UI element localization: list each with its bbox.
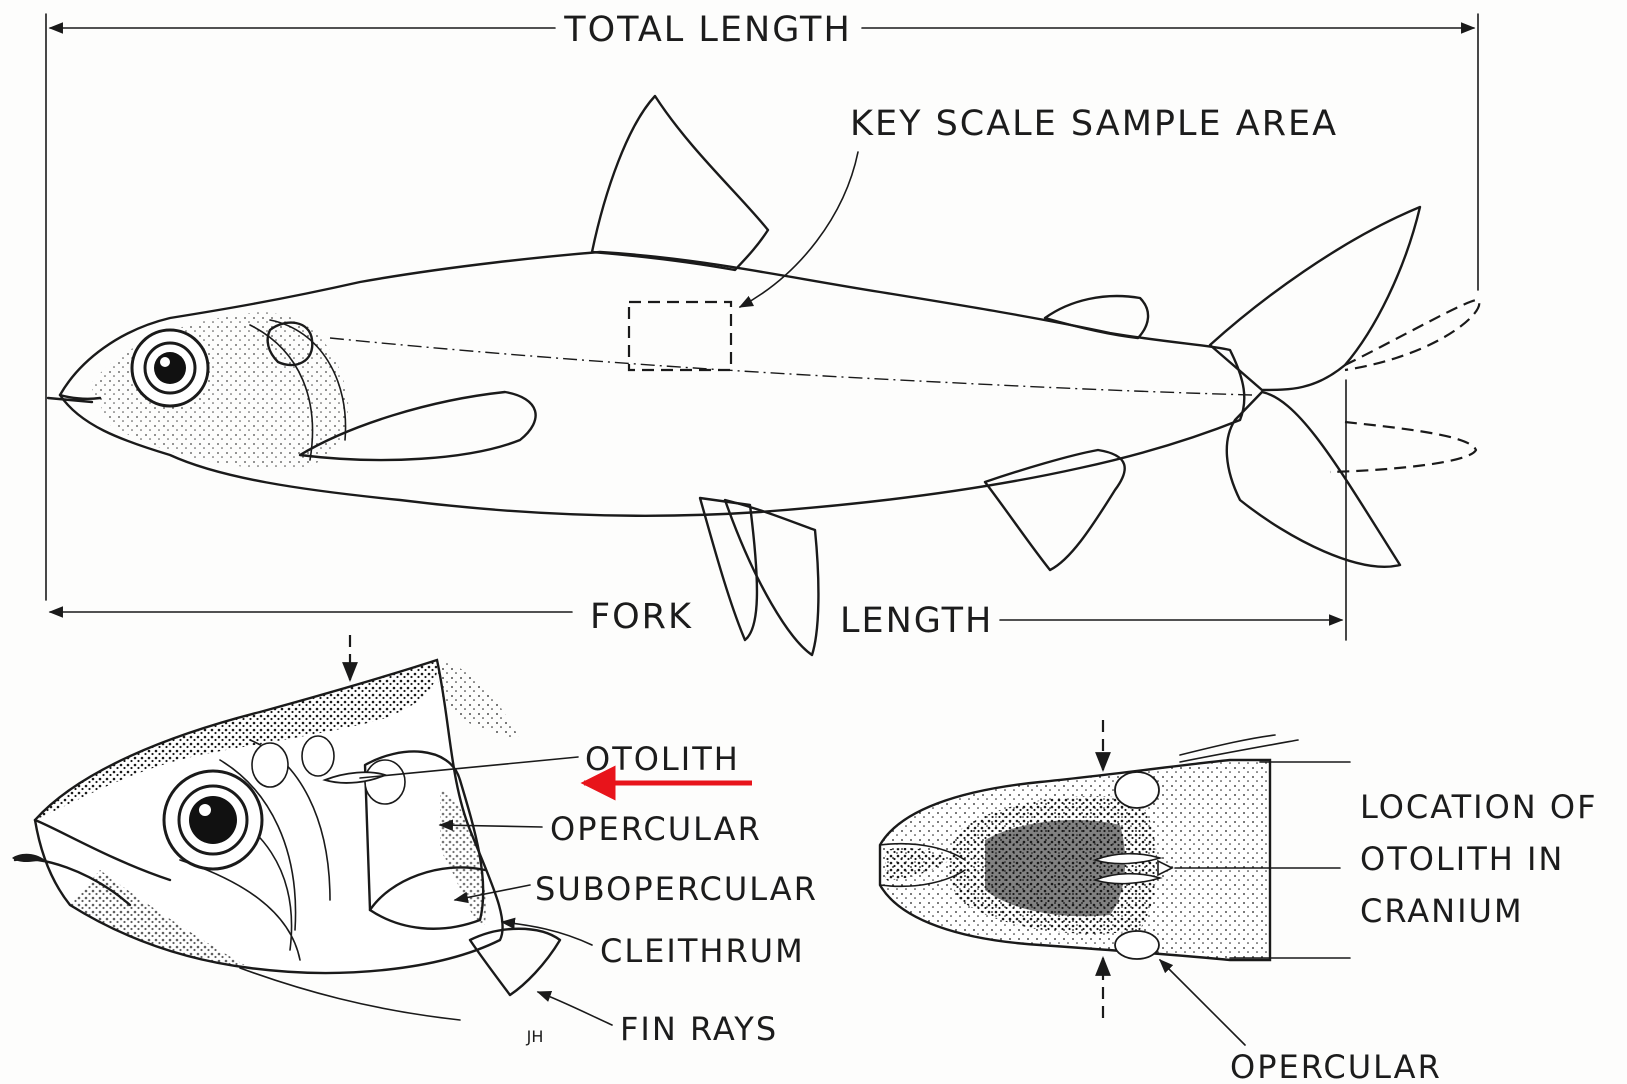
location-label-line2: OTOLITH IN xyxy=(1360,840,1564,878)
bottom-opercular-label: OPERCULAR xyxy=(1230,1048,1442,1084)
subopercular-label: SUBOPERCULAR xyxy=(535,870,818,908)
caudal-fin-upper xyxy=(1210,207,1420,390)
fin-rays-leader xyxy=(538,992,612,1025)
pelvic-fin-left xyxy=(700,498,757,640)
total-length-label: TOTAL LENGTH xyxy=(563,10,852,50)
head-detail-view: JH OTOLITH OPERCULAR SUBOPERCULAR CLEITH… xyxy=(12,635,818,1048)
adipose-fin xyxy=(1045,296,1148,338)
cleithrum-label: CLEITHRUM xyxy=(600,932,805,970)
key-scale-sample-callout: KEY SCALE SAMPLE AREA xyxy=(629,104,1338,370)
bottom-opercular-leader xyxy=(1160,960,1245,1045)
key-scale-sample-area-label: KEY SCALE SAMPLE AREA xyxy=(850,104,1338,144)
opercular-label: OPERCULAR xyxy=(550,810,762,848)
fish-side-view xyxy=(48,96,1479,655)
cranium-top-view: LOCATION OF OTOLITH IN CRANIUM OPERCULAR xyxy=(880,720,1598,1084)
length-label: LENGTH xyxy=(840,601,993,641)
pelvic-fin-right xyxy=(725,500,818,655)
lateral-line xyxy=(330,338,1252,395)
dorsal-fin xyxy=(592,96,768,270)
fork-label: FORK xyxy=(590,597,693,637)
location-label-line1: LOCATION OF xyxy=(1360,788,1598,826)
scale-sample-box xyxy=(629,302,731,370)
fin-rays-label: FIN RAYS xyxy=(620,1010,778,1048)
anal-fin xyxy=(985,450,1125,570)
artist-initials: JH xyxy=(526,1027,544,1046)
location-label-line3: CRANIUM xyxy=(1360,892,1524,930)
caudal-fin-lower xyxy=(1227,392,1400,567)
otolith-label: OTOLITH xyxy=(585,740,740,778)
